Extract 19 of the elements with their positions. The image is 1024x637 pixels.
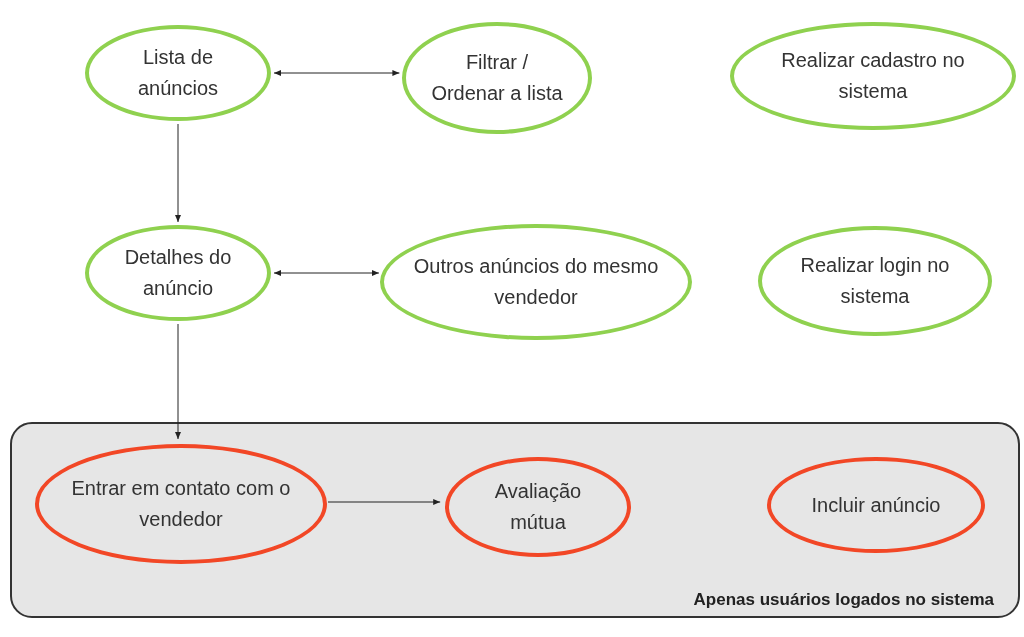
arrow xyxy=(327,499,441,505)
arrow xyxy=(175,323,181,440)
arrow xyxy=(175,123,181,223)
use-case-label: Entrar em contato com o vendedor xyxy=(70,476,292,532)
use-case-label: Realizar login no sistema xyxy=(799,253,951,309)
arrow xyxy=(273,270,380,276)
use-case-ellipse xyxy=(35,444,327,564)
use-case-label: Avaliação mútua xyxy=(493,479,583,535)
use-case-label: Lista de anúncios xyxy=(136,45,220,101)
group-label: Apenas usuários logados no sistema xyxy=(693,588,994,611)
use-case-label: Outros anúncios do mesmo vendedor xyxy=(412,254,660,310)
use-case-label: Realizar cadastro no sistema xyxy=(780,48,966,104)
use-case-label: Incluir anúncio xyxy=(811,492,941,518)
use-case-ellipse xyxy=(445,457,631,557)
use-case-ellipse xyxy=(767,457,985,553)
arrow xyxy=(273,70,400,76)
use-case-label: Detalhes do anúncio xyxy=(123,245,233,301)
use-case-label: Filtrar / Ordenar a lista xyxy=(430,50,564,106)
group-panel xyxy=(10,422,1020,618)
